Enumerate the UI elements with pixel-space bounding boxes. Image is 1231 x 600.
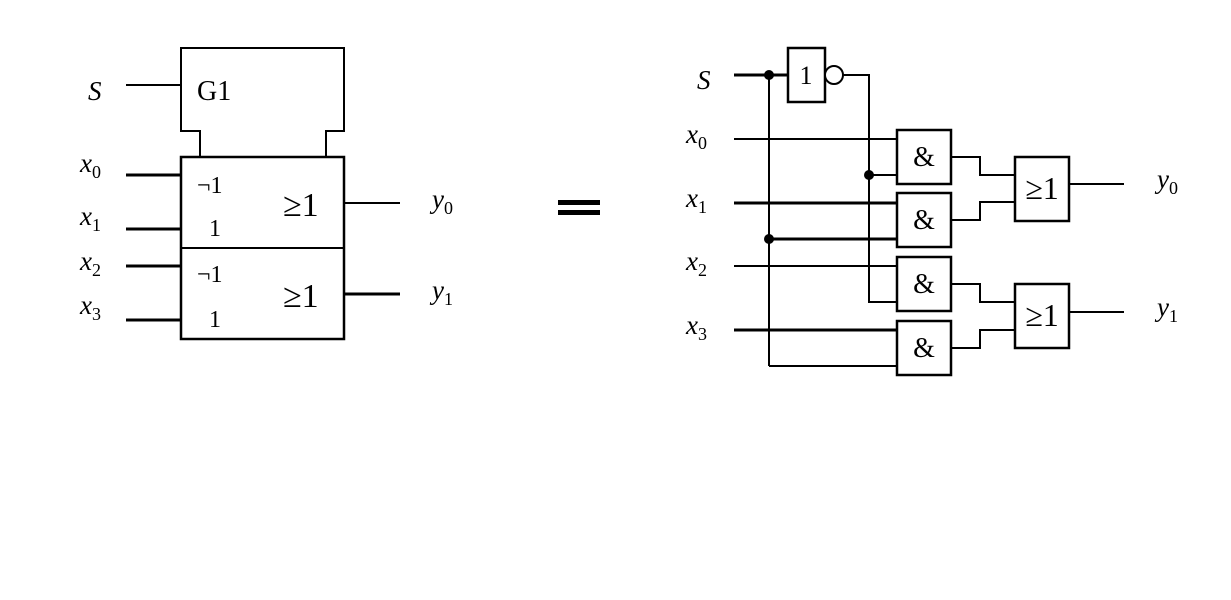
input-label-x3-right: x3 (685, 310, 707, 344)
and-gate-4 (895, 319, 953, 377)
cell-1-input-a-label: ¬1 (197, 262, 223, 288)
output-label-y0: y0 (429, 184, 453, 218)
or-gate-2-label: ≥1 (1025, 297, 1059, 333)
control-block (180, 47, 345, 156)
cell-0-input-b-label: 1 (209, 216, 221, 242)
output-label-y1-right: y1 (1154, 292, 1178, 326)
and-gate-2-label: & (913, 205, 935, 236)
and-gate-3-label: & (913, 269, 935, 300)
and-gate-2 (895, 191, 953, 249)
and-gate-3 (895, 255, 953, 313)
output-label-y0-right: y0 (1154, 164, 1178, 198)
not-gate (786, 46, 827, 104)
input-label-x1: x1 (79, 201, 101, 235)
or-gate-1-label: ≥1 (1025, 170, 1059, 206)
not-gate-label: 1 (800, 61, 813, 90)
cell-1-input-b-label: 1 (209, 307, 221, 333)
input-label-x1-right: x1 (685, 183, 707, 217)
gate-circuit: 1 & & & & ≥1 ≥1 S x0 x1 x2 x3 y0 y1 (685, 46, 1178, 377)
or-gate-1 (1013, 155, 1071, 223)
inversion-bubble (824, 65, 844, 85)
wire-and4-or2 (951, 329, 1015, 349)
wire-and2-or1 (951, 201, 1015, 221)
input-label-S: S (88, 76, 102, 106)
output-label-y1: y1 (429, 275, 453, 309)
wire-and3-or2 (951, 283, 1015, 303)
and-gate-1-label: & (913, 142, 935, 173)
input-label-x2: x2 (79, 246, 101, 280)
cell-0-input-a-label: ¬1 (197, 173, 223, 199)
or-gate-2 (1013, 282, 1071, 350)
input-label-x2-right: x2 (685, 246, 707, 280)
cell-1-or-symbol: ≥1 (283, 278, 319, 315)
wire-notS-bus (843, 74, 897, 303)
wire-and1-or1 (951, 156, 1015, 176)
input-label-x0: x0 (79, 148, 101, 182)
block-symbol: G1 ¬1 1 ≥1 ¬1 1 ≥1 S x0 x1 x2 x3 y0 y1 (79, 47, 453, 341)
cell-0-or-symbol: ≥1 (283, 187, 319, 224)
input-label-x0-right: x0 (685, 119, 707, 153)
control-label: G1 (197, 76, 231, 107)
and-gate-1 (895, 128, 953, 186)
input-label-x3: x3 (79, 290, 101, 324)
equals-sign: = (558, 200, 600, 215)
junction-notS (864, 170, 874, 180)
junction-S-and2 (764, 234, 774, 244)
input-label-S-right: S (697, 65, 711, 95)
junction-S (764, 70, 774, 80)
and-gate-4-label: & (913, 333, 935, 364)
